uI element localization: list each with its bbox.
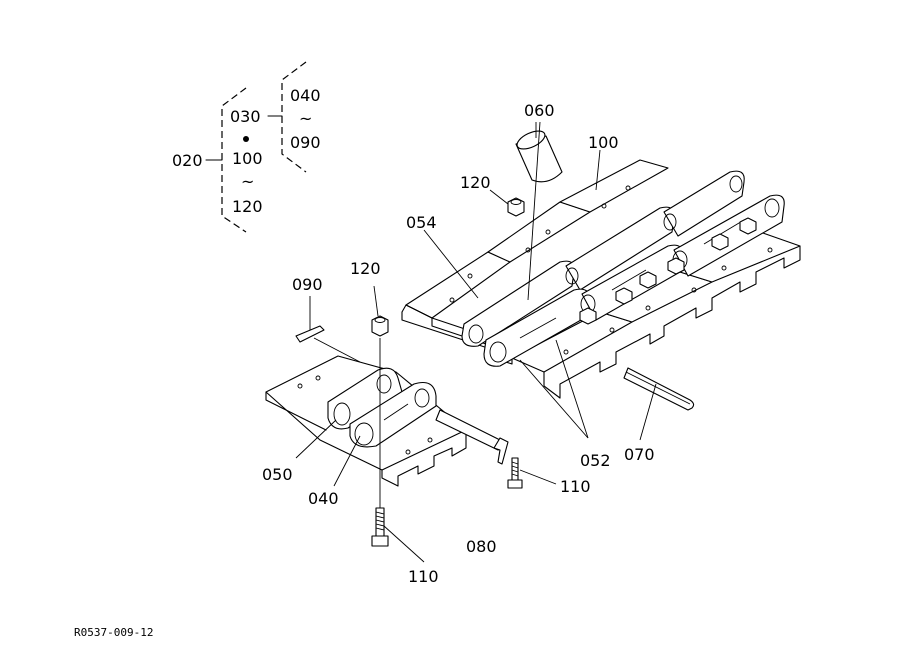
label-120-lower: 120 bbox=[350, 259, 381, 278]
range-tilde-1: ~ bbox=[299, 109, 312, 128]
range-tilde-2: ~ bbox=[241, 172, 254, 191]
shoe-bolt-holes bbox=[449, 185, 773, 355]
shoe-bolt-lower bbox=[371, 507, 389, 547]
nut-lower bbox=[371, 315, 389, 520]
drawing-code: R0537-009-12 bbox=[74, 626, 153, 639]
label-052: 052 bbox=[580, 451, 611, 470]
label-120-range-end: 120 bbox=[232, 197, 263, 216]
label-110-right: 110 bbox=[560, 477, 591, 496]
label-120-upper: 120 bbox=[460, 173, 491, 192]
shoe-plate-2 bbox=[487, 201, 591, 263]
shoe-bolt-right bbox=[507, 457, 523, 489]
label-030: 030 bbox=[230, 107, 261, 126]
label-020: 020 bbox=[172, 151, 203, 170]
part-labels: 060 100 120 054 090 120 050 040 052 070 … bbox=[262, 101, 655, 586]
label-060: 060 bbox=[524, 101, 555, 120]
shoe-plate-3 bbox=[559, 159, 669, 213]
label-100: 100 bbox=[588, 133, 619, 152]
label-040-range-start: 040 bbox=[290, 86, 321, 105]
label-040: 040 bbox=[308, 489, 339, 508]
chain-links-outer bbox=[461, 170, 745, 347]
label-100-range-start: 100 bbox=[232, 149, 263, 168]
lock-pin bbox=[493, 437, 509, 465]
label-110-lower: 110 bbox=[408, 567, 439, 586]
leader-lines bbox=[295, 121, 657, 563]
track-section-small bbox=[265, 325, 509, 487]
nut-upper bbox=[507, 197, 525, 217]
label-050: 050 bbox=[262, 465, 293, 484]
label-090: 090 bbox=[292, 275, 323, 294]
link-nuts bbox=[579, 217, 757, 325]
assembly-legend-tree: 020 030 040 ~ 090 100 ~ 120 bbox=[172, 61, 321, 233]
legend-bullet bbox=[243, 136, 249, 142]
track-chain-assembly bbox=[401, 159, 801, 411]
label-090-range-end: 090 bbox=[290, 133, 321, 152]
pin-clip bbox=[295, 325, 325, 343]
label-070: 070 bbox=[624, 445, 655, 464]
label-080: 080 bbox=[466, 537, 497, 556]
label-054: 054 bbox=[406, 213, 437, 232]
track-pin bbox=[623, 367, 695, 411]
small-shoe-bolt-holes bbox=[297, 375, 433, 455]
small-inner-link bbox=[349, 381, 437, 448]
bushing bbox=[515, 122, 563, 183]
